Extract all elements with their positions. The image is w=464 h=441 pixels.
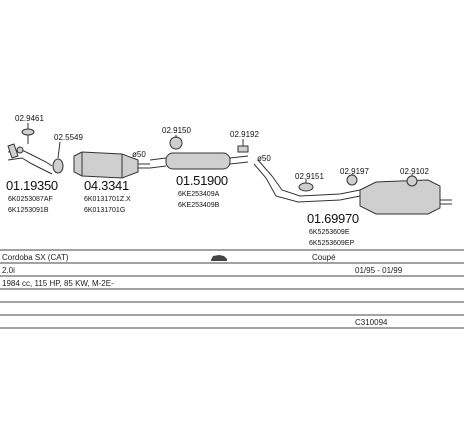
table-model: Cordoba SX (CAT) [2, 253, 69, 262]
part-number-p2: 04.3341 [84, 178, 129, 193]
diameter-label-2: ø50 [257, 154, 271, 163]
part-label-s2: 02.5549 [54, 133, 83, 142]
middle-silencer[interactable] [149, 152, 249, 170]
rubber-mount-part[interactable] [237, 139, 249, 153]
mount-rear-part[interactable] [406, 174, 418, 187]
diameter-label-1: ø50 [132, 150, 146, 159]
hanger-rear-part[interactable] [346, 174, 358, 186]
part-ref1-p1: 6K0253087AF [8, 196, 53, 203]
part-number-p3: 01.51900 [176, 173, 228, 188]
table-code: C310094 [355, 318, 388, 327]
clamp-part[interactable] [52, 141, 64, 174]
table-specs: 1984 cc, 115 HP, 85 KW, M-2E- [2, 279, 114, 288]
hanger-part[interactable] [169, 135, 183, 150]
table-body: Coupé [312, 253, 336, 262]
part-number-p1: 01.19350 [6, 178, 58, 193]
part-ref1-p2: 6K0131701Z.X [84, 196, 131, 203]
part-ref2-p1: 6K1253091B [8, 207, 49, 214]
part-label-s3: 02.9150 [162, 126, 191, 135]
rear-silencer[interactable] [253, 159, 452, 215]
table-engine: 2.0i [2, 266, 15, 275]
part-label-s7: 02.9102 [400, 167, 429, 176]
part-ref2-p4: 6K5253609EP [309, 240, 354, 247]
gasket-part[interactable] [21, 123, 35, 144]
car-icon [211, 255, 227, 261]
part-ref2-p2: 6K0131701G [84, 207, 125, 214]
part-label-s1: 02.9461 [15, 114, 44, 123]
part-number-p4: 01.69970 [307, 211, 359, 226]
front-pipe[interactable] [7, 143, 53, 175]
clamp-rear-part[interactable] [298, 179, 314, 192]
part-label-s5: 02.9151 [295, 172, 324, 181]
part-ref1-p3: 6KE253409A [178, 191, 220, 198]
part-label-s6: 02.9197 [340, 167, 369, 176]
part-ref1-p4: 6K5253609E [309, 229, 350, 236]
table-years: 01/95 - 01/99 [355, 266, 403, 275]
part-ref2-p3: 6KE253409B [178, 202, 220, 209]
part-label-s4: 02.9192 [230, 130, 259, 139]
catalytic-converter[interactable] [73, 151, 150, 179]
vehicle-table: Cordoba SX (CAT) Coupé 2.0i 01/95 - 01/9… [0, 249, 464, 329]
